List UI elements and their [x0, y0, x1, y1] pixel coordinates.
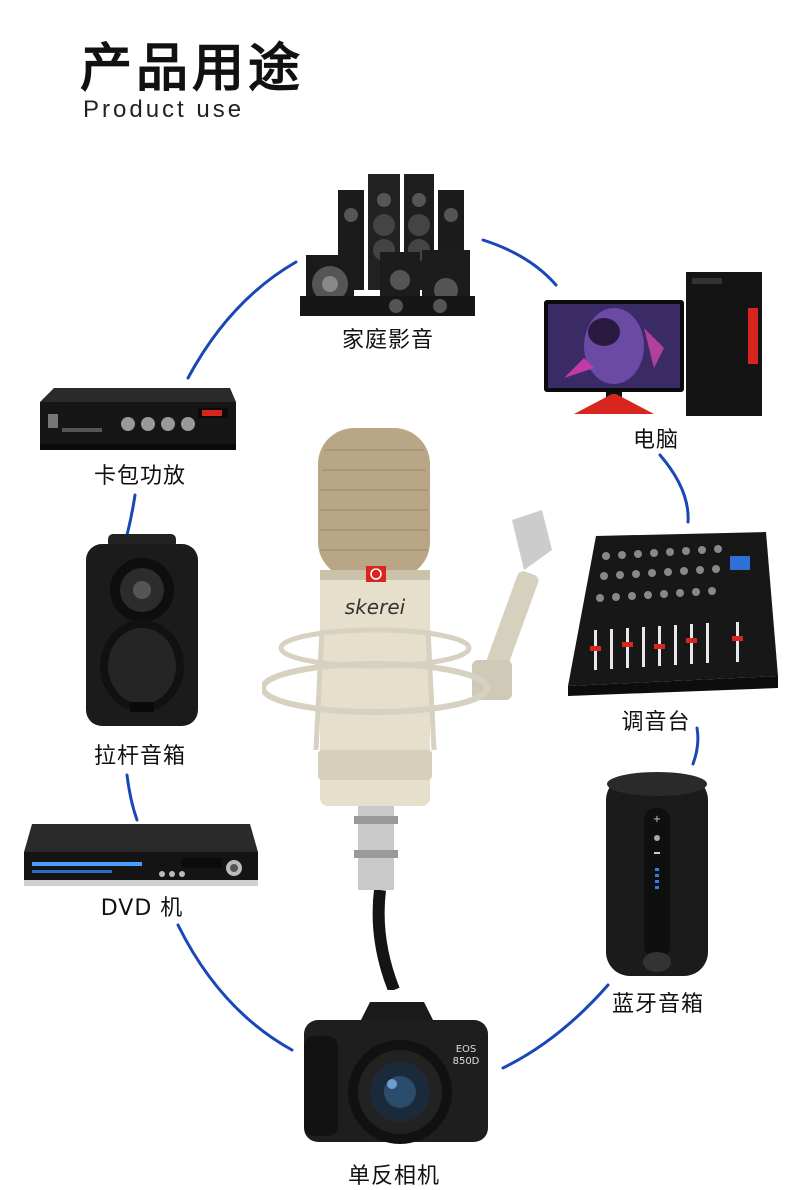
- label-computer: 电脑: [632, 428, 680, 453]
- label-amplifier: 卡包功放: [93, 464, 187, 489]
- label-mixer: 调音台: [621, 710, 691, 735]
- computer-icon: [544, 268, 766, 418]
- label-home-speakers: 家庭影音: [341, 328, 435, 353]
- label-dvd: DVD 机: [100, 896, 184, 921]
- arc-amp-to-home: [186, 260, 298, 380]
- label-trolley-speaker: 拉杆音箱: [93, 744, 187, 769]
- bluetooth-speaker-icon: +: [604, 768, 710, 980]
- arc-dvd-to-camera: [176, 923, 294, 1052]
- arc-home-to-pc: [481, 238, 558, 287]
- amplifier-icon: [38, 386, 236, 452]
- label-camera: 单反相机: [347, 1164, 441, 1189]
- page-subtitle: Product use: [83, 96, 245, 123]
- arc-trolley-to-dvd: [125, 773, 139, 822]
- label-bluetooth-speaker: 蓝牙音箱: [611, 992, 705, 1017]
- speaker-set-icon: [300, 170, 475, 320]
- microphone-brand: skerei: [345, 595, 406, 619]
- page-title: 产品用途: [80, 39, 305, 99]
- trolley-speaker-icon: [80, 532, 204, 728]
- dslr-camera-icon: EOS 850D: [300, 996, 492, 1148]
- mixer-icon: [566, 526, 780, 696]
- svg-text:850D: 850D: [453, 1056, 480, 1067]
- arc-bt-to-camera: [501, 983, 610, 1070]
- microphone-icon: skerei: [262, 420, 562, 990]
- arc-mixer-to-bt: [691, 726, 700, 766]
- svg-text:+: +: [653, 814, 661, 825]
- arc-pc-to-mixer: [658, 453, 690, 524]
- svg-text:EOS: EOS: [456, 1044, 477, 1055]
- arc-amp-to-trolley: [125, 493, 137, 537]
- dvd-player-icon: [22, 822, 260, 886]
